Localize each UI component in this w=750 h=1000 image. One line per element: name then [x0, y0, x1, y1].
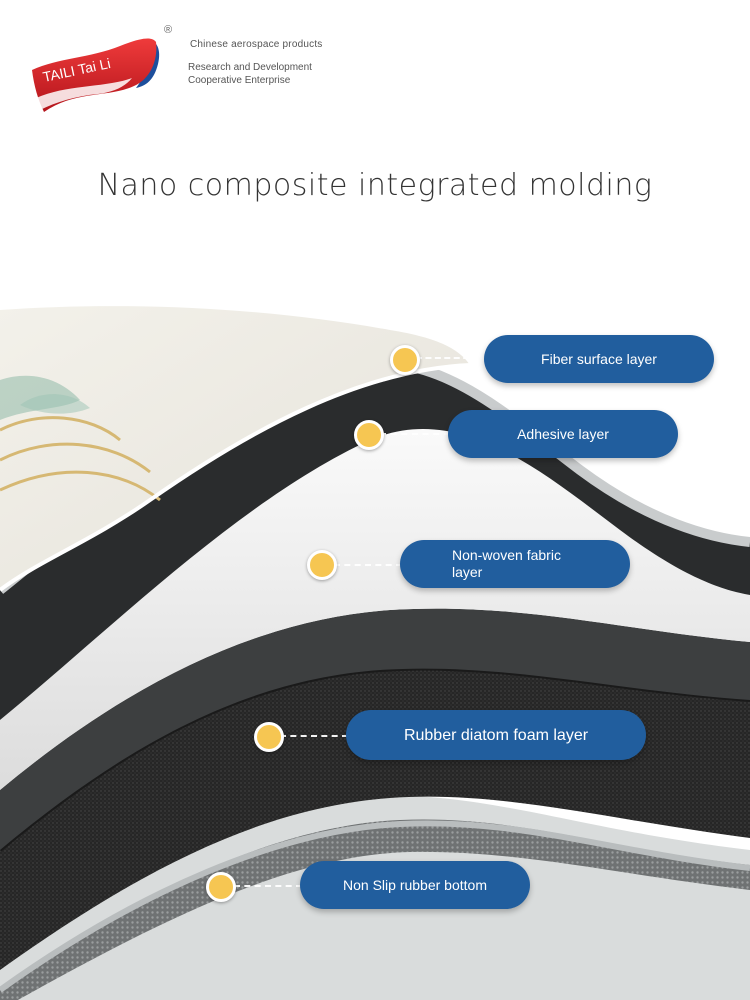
- marker-dot: [390, 345, 420, 375]
- marker-dot: [254, 722, 284, 752]
- tagline-rnd-line1: Research and Development: [188, 62, 312, 73]
- label-text: Rubber diatom foam layer: [403, 726, 589, 744]
- label-adhesive-layer: Adhesive layer: [448, 410, 678, 458]
- leader-line: [380, 433, 450, 435]
- label-text: Fiber surface layer: [541, 350, 657, 367]
- label-text-line1: Non-woven fabric: [452, 547, 561, 563]
- layer-illustration: [0, 290, 750, 1000]
- label-text: Adhesive layer: [517, 425, 609, 442]
- leader-line: [280, 735, 348, 737]
- tagline-rnd-line2: Cooperative Enterprise: [188, 75, 291, 86]
- leader-line: [334, 564, 402, 566]
- label-rubber-diatom-foam-layer: Rubber diatom foam layer: [346, 710, 646, 760]
- marker-dot: [354, 420, 384, 450]
- label-fiber-surface-layer: Fiber surface layer: [484, 335, 714, 383]
- brand-logo: TAILI Tai Li: [32, 38, 160, 112]
- leader-line: [234, 885, 302, 887]
- label-nonwoven-fabric-layer: Non-woven fabric layer: [400, 540, 630, 588]
- page-title: Nano composite integrated molding: [97, 168, 653, 203]
- label-text-line2: layer: [452, 564, 483, 580]
- label-text: Non Slip rubber bottom: [343, 876, 487, 893]
- marker-dot: [307, 550, 337, 580]
- tagline-aerospace: Chinese aerospace products: [190, 39, 323, 50]
- marker-dot: [206, 872, 236, 902]
- tagline-rnd: Research and Development Cooperative Ent…: [188, 61, 312, 87]
- registered-mark: ®: [164, 24, 173, 36]
- label-nonslip-rubber-bottom: Non Slip rubber bottom: [300, 861, 530, 909]
- leader-line: [416, 357, 488, 359]
